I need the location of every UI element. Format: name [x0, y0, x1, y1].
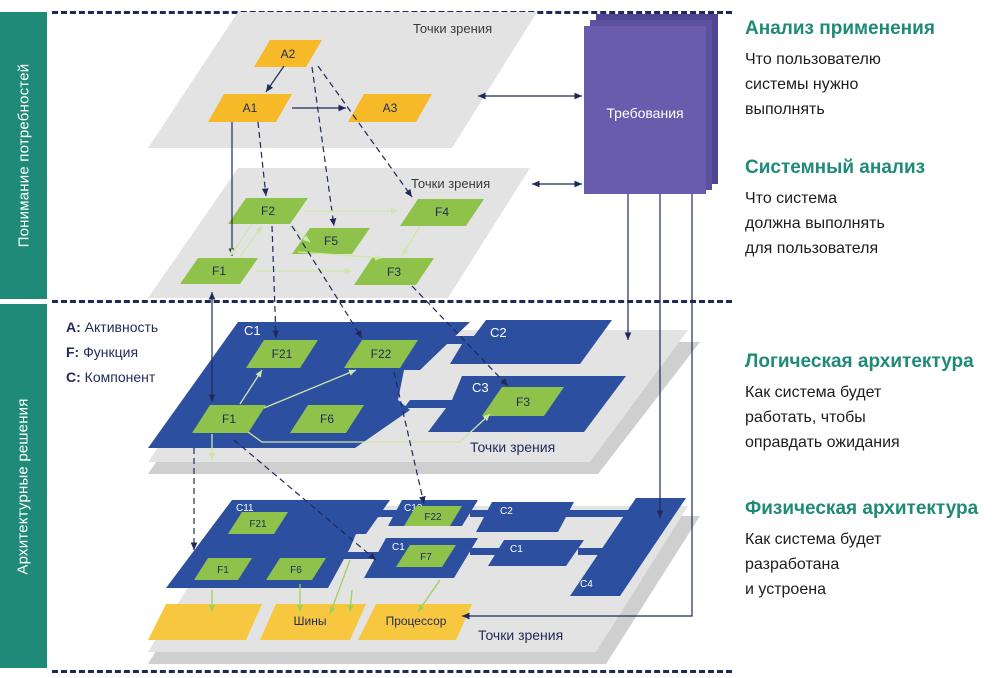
section-usage-analysis: Анализ применения Что пользователю систе… [745, 17, 1000, 122]
section-body: Как система будет разработана и устроена [745, 531, 882, 598]
section-body: Как система будет работать, чтобы оправд… [745, 384, 900, 451]
function-f5 [292, 228, 370, 254]
section-title: Логическая архитектура [745, 351, 974, 372]
logical-function-f22-label: F22 [371, 347, 392, 361]
legend: A: Активность F: Функция C: Компонент [66, 315, 158, 390]
physical-function-f22-label: F22 [424, 512, 442, 523]
section-title: Системный анализ [745, 157, 926, 178]
function-f4-label: F4 [435, 205, 449, 219]
logical-function-f6-label: F6 [320, 412, 334, 426]
viewpoint-label-4: Точки зрения [478, 627, 563, 643]
activity-a3 [348, 94, 432, 122]
physical-function-f6-label: F6 [290, 565, 302, 576]
viewpoint-label-3: Точки зрения [470, 439, 555, 455]
component-c3-label: C3 [472, 380, 489, 395]
component-c2-phys-label: C2 [500, 506, 513, 517]
sidebar-top [0, 12, 47, 299]
logical-function-f1 [192, 405, 266, 433]
component-c2 [440, 320, 612, 364]
function-f5-label: F5 [324, 234, 338, 248]
section-title: Анализ применения [745, 18, 935, 39]
hardware-bus-left [148, 604, 262, 640]
divider-bottom [52, 670, 732, 673]
function-f1 [180, 258, 258, 284]
section-body: Что система должна выполнять для пользов… [745, 190, 885, 257]
physical-function-f21 [228, 512, 288, 534]
physical-function-f21-label: F21 [249, 519, 267, 530]
component-c2-phys [476, 502, 574, 532]
function-f4 [400, 199, 484, 226]
sidebar-bottom [0, 304, 47, 668]
section-physical-architecture: Физическая архитектура Как система будет… [745, 497, 1000, 602]
component-c1-phys-a-label: C1 [392, 542, 405, 553]
logical-function-f22 [344, 340, 418, 368]
divider-middle [52, 300, 732, 303]
section-logical-architecture: Логическая архитектура Как система будет… [745, 350, 1000, 455]
physical-function-f1-label: F1 [217, 565, 229, 576]
requirements-label: Требования [606, 105, 683, 121]
activity-a1-label: A1 [243, 101, 258, 115]
hardware-buses [260, 604, 366, 640]
requirements-box [584, 26, 706, 194]
logical-function-f21 [246, 340, 318, 368]
component-c4-label: C4 [580, 579, 593, 590]
activity-a1 [208, 94, 292, 122]
physical-function-f1 [194, 558, 252, 580]
activity-a2 [254, 40, 322, 67]
viewpoint-label-2: Точки зрения [411, 176, 490, 191]
physical-function-f7 [396, 545, 456, 567]
function-f1-label: F1 [212, 264, 226, 278]
component-c12-label: C12 [404, 503, 423, 514]
hardware-buses-label: Шины [294, 614, 327, 628]
section-body: Что пользователю системы нужно выполнять [745, 51, 881, 118]
component-c1-label: C1 [244, 323, 261, 338]
logical-function-f3-label: F3 [516, 395, 530, 409]
legend-row-component: C: Компонент [66, 369, 156, 385]
legend-row-activity: A: Активность [66, 319, 159, 335]
component-c11-label: C11 [236, 503, 254, 514]
component-c2-label: C2 [490, 325, 507, 340]
viewpoint-label-1: Точки зрения [413, 21, 492, 36]
component-c1-phys-b [488, 540, 584, 566]
legend-row-function: F: Функция [66, 344, 139, 360]
component-c1-phys-b-label: C1 [510, 544, 523, 555]
logical-function-f3 [482, 387, 564, 416]
activity-a2-label: A2 [281, 47, 296, 61]
function-f3-label: F3 [387, 265, 401, 279]
logical-function-f6 [290, 405, 364, 433]
function-f2-label: F2 [261, 204, 275, 218]
activity-a3-label: A3 [383, 101, 398, 115]
function-f3 [354, 258, 434, 285]
physical-function-f22 [404, 506, 462, 526]
section-title: Физическая архитектура [745, 498, 979, 519]
hardware-processor [358, 604, 472, 640]
section-system-analysis: Системный анализ Что система должна выпо… [745, 156, 1000, 261]
hardware-processor-label: Процессор [386, 614, 447, 628]
logical-function-f21-label: F21 [272, 347, 293, 361]
function-f2 [228, 198, 308, 224]
physical-function-f6 [266, 558, 326, 580]
component-c4 [570, 498, 686, 596]
physical-function-f7-label: F7 [420, 552, 432, 563]
logical-function-f1-label: F1 [222, 412, 236, 426]
